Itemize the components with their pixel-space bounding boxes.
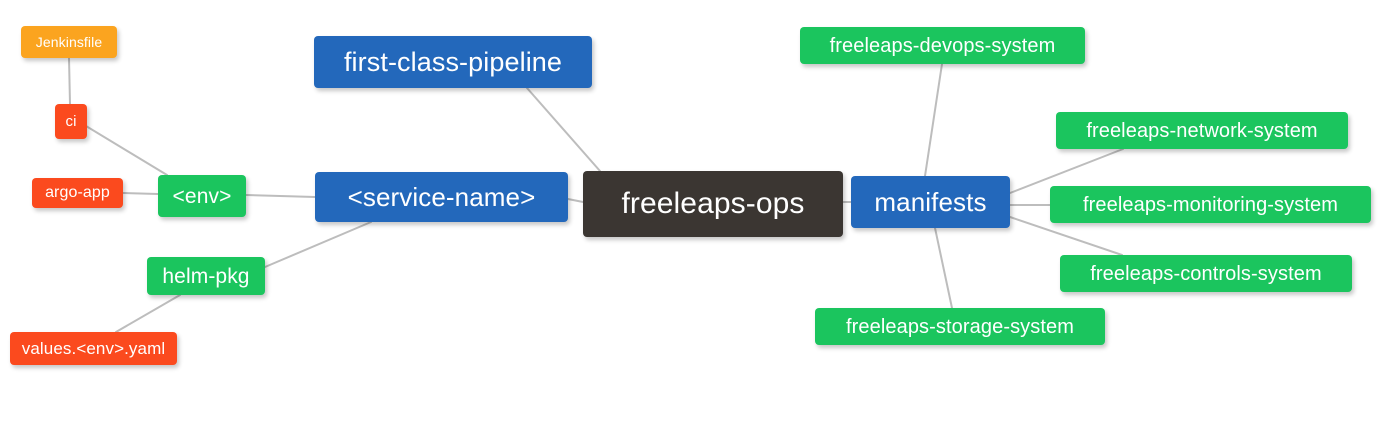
node-label-storage-system: freeleaps-storage-system (845, 315, 1075, 338)
node-label-root: freeleaps-ops (621, 187, 805, 220)
node-env[interactable]: <env> (158, 175, 246, 217)
node-label-devops-system: freeleaps-devops-system (829, 34, 1056, 57)
node-root[interactable]: freeleaps-ops (583, 171, 843, 237)
node-label-service-name: <service-name> (347, 182, 536, 212)
node-argo-app[interactable]: argo-app (32, 178, 123, 208)
node-controls-system[interactable]: freeleaps-controls-system (1060, 255, 1352, 292)
node-manifests[interactable]: manifests (851, 176, 1010, 228)
node-first-class-pipeline[interactable]: first-class-pipeline (314, 36, 592, 88)
node-storage-system[interactable]: freeleaps-storage-system (815, 308, 1105, 345)
edge-helm-pkg-to-values-yaml (115, 294, 181, 333)
node-helm-pkg[interactable]: helm-pkg (147, 257, 265, 295)
node-label-controls-system: freeleaps-controls-system (1090, 262, 1322, 285)
node-label-monitoring-system: freeleaps-monitoring-system (1082, 193, 1338, 216)
node-ci[interactable]: ci (55, 104, 87, 139)
node-label-first-class-pipeline: first-class-pipeline (343, 46, 563, 77)
node-values-yaml[interactable]: values.<env>.yaml (10, 332, 177, 365)
edge-service-name-to-helm-pkg (264, 221, 372, 268)
edge-ci-to-jenkinsfile (68, 57, 71, 105)
edge-env-to-argo-app (122, 192, 159, 195)
edge-service-name-to-env (245, 194, 316, 198)
node-label-env: <env> (172, 184, 232, 208)
edge-manifests-to-devops-system (924, 63, 943, 177)
node-label-ci: ci (65, 113, 77, 130)
node-devops-system[interactable]: freeleaps-devops-system (800, 27, 1085, 64)
node-network-system[interactable]: freeleaps-network-system (1056, 112, 1348, 149)
node-label-jenkinsfile: Jenkinsfile (35, 34, 103, 50)
edge-manifests-to-storage-system (934, 227, 953, 309)
edge-env-to-ci (85, 125, 168, 176)
node-service-name[interactable]: <service-name> (315, 172, 568, 222)
node-label-network-system: freeleaps-network-system (1086, 119, 1318, 142)
node-monitoring-system[interactable]: freeleaps-monitoring-system (1050, 186, 1371, 223)
node-label-helm-pkg: helm-pkg (162, 264, 250, 288)
node-jenkinsfile[interactable]: Jenkinsfile (21, 26, 117, 58)
node-label-argo-app: argo-app (45, 184, 110, 201)
edge-root-to-service-name (567, 198, 584, 203)
node-label-manifests: manifests (874, 187, 987, 217)
edge-root-to-first-class-pipeline (526, 87, 601, 172)
node-label-values-yaml: values.<env>.yaml (21, 339, 166, 358)
